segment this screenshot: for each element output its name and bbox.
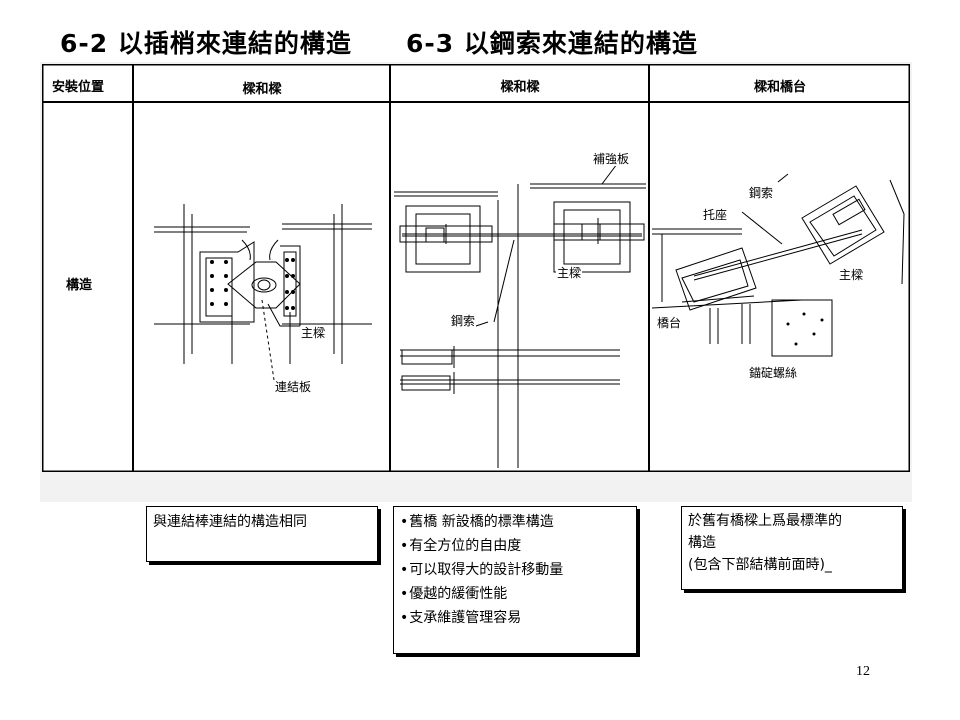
- structure-drawing: [42, 64, 910, 472]
- cable-beam-beam-drawing: [394, 159, 646, 468]
- list-item: 支承維護管理容易: [400, 606, 630, 630]
- label-main-beam-col2: 主樑: [556, 266, 583, 280]
- label-reinforce-plate: 補強板: [592, 152, 631, 166]
- header-col2: 樑和樑: [500, 80, 540, 95]
- note3-line: (包含下部結構前面時)_: [688, 557, 832, 573]
- pin-connection-drawing: [154, 204, 372, 381]
- header-install-position: 安裝位置: [52, 80, 105, 95]
- note-pin-connection: 與連結棒連結的構造相同: [146, 506, 378, 562]
- header-col3: 樑和橋台: [753, 80, 807, 95]
- note3-line: 構造: [688, 535, 716, 551]
- structure-table-figure: 安裝位置 樑和樑 樑和樑 樑和橋台 構造 主樑 連結板 補強板 主樑 鋼索 鋼索…: [42, 64, 910, 472]
- section-heading-6-3: 6-3 以鋼索來連結的構造: [406, 29, 698, 58]
- label-cable-col2: 鋼索: [450, 314, 477, 328]
- list-item: 有全方位的自由度: [400, 534, 630, 558]
- label-bracket: 托座: [702, 208, 729, 222]
- header-col1: 樑和樑: [242, 82, 282, 97]
- cable-beam-abutment-drawing: [651, 173, 905, 357]
- section-heading-6-2: 6-2 以插梢來連結的構造: [60, 29, 352, 58]
- note1-text: 與連結棒連結的構造相同: [153, 514, 307, 530]
- row-label-structure: 構造: [66, 278, 93, 293]
- list-item: 優越的緩衝性能: [400, 582, 630, 606]
- label-cable-col3: 鋼索: [748, 186, 775, 200]
- label-main-beam-col3: 主樑: [838, 268, 865, 282]
- list-item: 舊橋 新設橋的標準構造: [400, 510, 630, 534]
- label-link-plate: 連結板: [274, 380, 313, 394]
- note2-list: 舊橋 新設橋的標準構造 有全方位的自由度 可以取得大的設計移動量 優越的緩衝性能…: [400, 510, 630, 630]
- note-cable-beam-beam: 舊橋 新設橋的標準構造 有全方位的自由度 可以取得大的設計移動量 優越的緩衝性能…: [393, 506, 637, 654]
- note-cable-beam-abutment: 於舊有橋樑上爲最標準的 構造 (包含下部結構前面時)_: [681, 506, 903, 590]
- label-abutment: 橋台: [656, 316, 683, 330]
- page-number: 12: [856, 664, 870, 679]
- note3-line: 於舊有橋樑上爲最標準的: [688, 513, 842, 529]
- list-item: 可以取得大的設計移動量: [400, 558, 630, 582]
- label-main-beam-col1: 主樑: [300, 326, 327, 340]
- label-anchor-bolt: 錨碇螺絲: [748, 366, 799, 380]
